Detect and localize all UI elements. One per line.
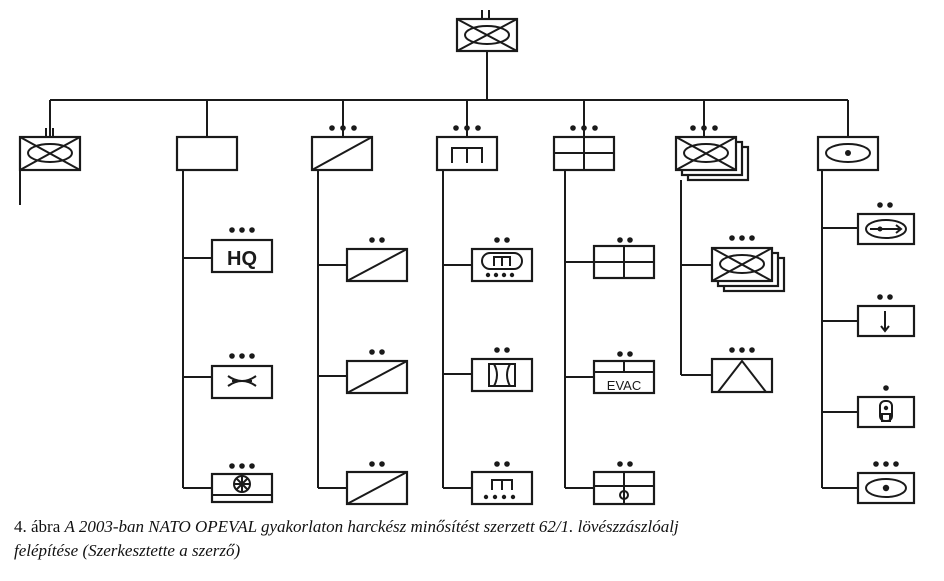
mech-infantry-companies-symbol xyxy=(674,125,750,375)
recon-company-symbol xyxy=(310,125,374,488)
antitank-platoon-symbol xyxy=(856,202,916,246)
mortar-platoon-symbol xyxy=(856,294,916,338)
maintenance-platoon-symbol xyxy=(210,353,274,400)
evac-platoon-symbol: EVAC xyxy=(592,351,656,395)
air-defense-platoon-symbol xyxy=(710,347,774,394)
engineer-company-symbol xyxy=(435,125,499,488)
medical-company-symbol xyxy=(552,125,616,488)
recon-column-branches xyxy=(318,264,347,489)
weapons-company-symbol xyxy=(816,135,880,488)
hq-platoon-symbol: HQ xyxy=(210,227,274,274)
armored-engineer-platoon-symbol xyxy=(470,237,534,283)
caption-number: 4. ábra xyxy=(14,517,61,536)
hq-company-symbol xyxy=(18,128,82,205)
evac-label: EVAC xyxy=(607,378,641,393)
sniper-team-symbol xyxy=(856,385,916,429)
mech-platoons-symbol xyxy=(710,235,786,293)
caption-text-line1: A 2003-ban NATO OPEVAL gyakorlaton harck… xyxy=(64,517,679,536)
hq-label: HQ xyxy=(227,248,257,270)
recon-platoon-3-symbol xyxy=(345,461,409,506)
bridging-platoon-symbol xyxy=(470,347,534,393)
medical-platoon-symbol xyxy=(210,463,274,504)
medical-column-branches xyxy=(565,261,594,489)
caption-text-line2: felépítése (Szerkesztette a szerző) xyxy=(14,541,241,560)
medical-platoon-1-symbol xyxy=(592,237,656,280)
org-chart-diagram: .st{fill:#fff;stroke:#1a1a1a;stroke-widt… xyxy=(18,10,916,506)
support-column-branches xyxy=(183,257,212,489)
mech-column-branches xyxy=(681,264,712,376)
weapons-platoon-symbol xyxy=(856,461,916,505)
recon-platoon-2-symbol xyxy=(345,349,409,395)
recon-platoon-1-symbol xyxy=(345,237,409,283)
drop-lines xyxy=(49,100,849,136)
figure-caption: 4. ábra A 2003-ban NATO OPEVAL gyakorlat… xyxy=(14,515,934,563)
support-company-symbol xyxy=(175,135,239,488)
weapons-column-branches xyxy=(822,227,858,489)
engineer-platoon-symbol xyxy=(470,461,534,506)
battalion-symbol xyxy=(455,10,519,53)
engineer-column-branches xyxy=(443,264,472,489)
medical-platoon-3-symbol xyxy=(592,461,656,506)
